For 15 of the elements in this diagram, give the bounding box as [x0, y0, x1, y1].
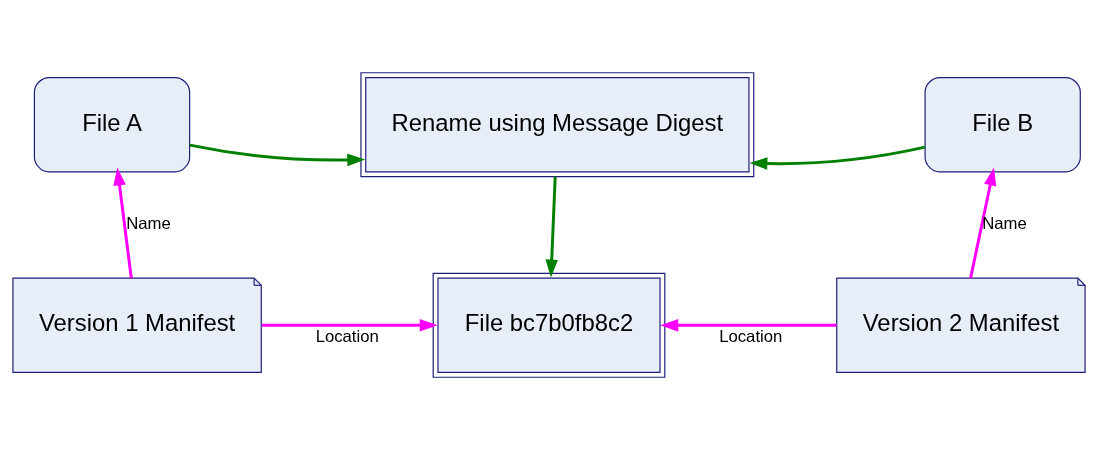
edge-label: Location	[315, 327, 379, 347]
node-box: File bc7b0fb8c2	[432, 272, 666, 378]
arrow	[749, 145, 926, 170]
edge-label: Name	[982, 214, 1027, 234]
node-box: File B	[924, 76, 1081, 173]
arrow	[660, 319, 837, 332]
arrow	[545, 176, 558, 278]
node-box: Rename using Message Digest	[360, 72, 755, 178]
arrow	[969, 167, 997, 279]
arrow	[189, 143, 366, 167]
arrow	[113, 167, 133, 279]
edge-label: Location	[719, 327, 783, 347]
edge-label: Name	[126, 214, 171, 234]
arrow	[261, 319, 438, 332]
node-box: File A	[33, 76, 191, 173]
